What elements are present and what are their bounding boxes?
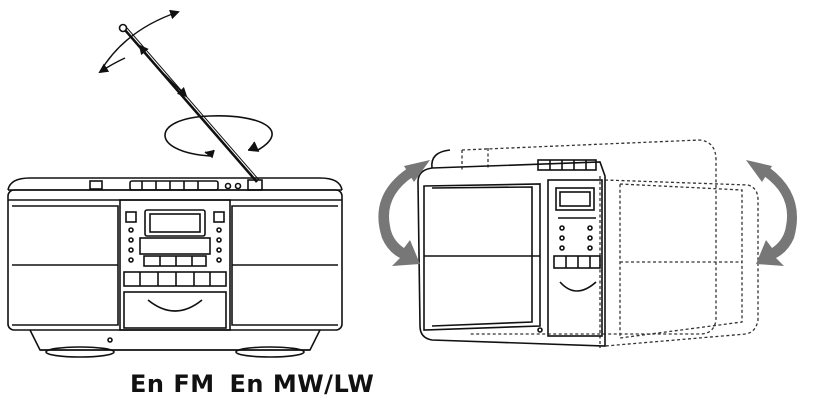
center-control-panel [119, 199, 231, 331]
boombox-solid-unit [417, 149, 606, 347]
rotate-right-arrow [746, 160, 797, 266]
antenna [118, 23, 260, 183]
right-speaker [231, 205, 338, 326]
left-speaker [12, 205, 119, 326]
boombox-rotate-figure [378, 139, 797, 348]
boombox-front-figure [7, 9, 343, 358]
caption-mw-lw: En MW/LW [229, 370, 375, 398]
antenna-rotate-arrow [164, 115, 273, 159]
caption-fm: En FM [130, 370, 215, 398]
band-caption: En FM En MW/LW [130, 370, 430, 398]
antenna-extend-arrow [138, 44, 188, 98]
rotated-outline-front [599, 176, 759, 348]
antenna-swing-arrow [98, 9, 180, 74]
rotate-left-arrow [378, 160, 430, 266]
